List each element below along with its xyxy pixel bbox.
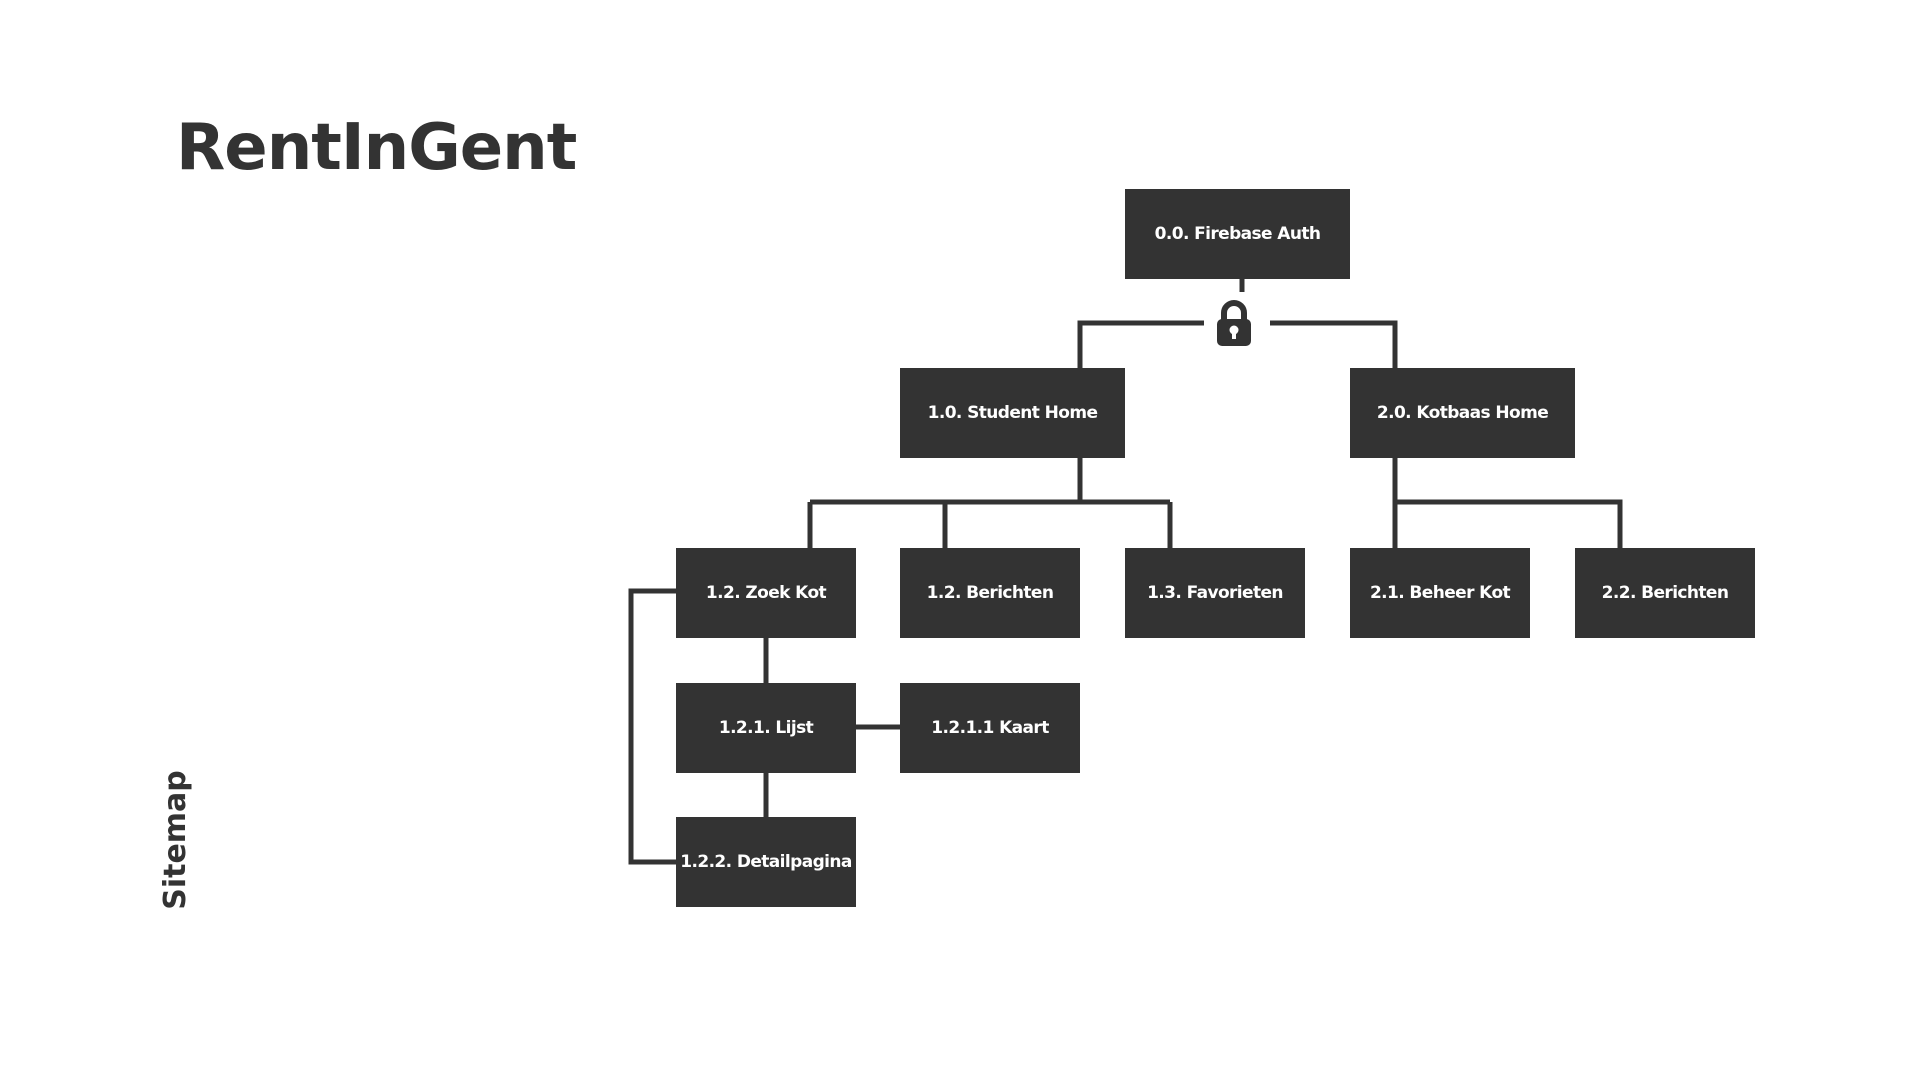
lock-icon (1217, 300, 1251, 346)
node-favorieten: 1.3. Favorieten (1125, 548, 1305, 638)
connector-lock-kotbaas (1270, 320, 1398, 368)
auth-gate (1204, 298, 1264, 348)
connector-to-kotbaas-berichten (1395, 499, 1623, 548)
connector-lock-student (1077, 320, 1209, 368)
node-lijst: 1.2.1. Lijst (676, 683, 856, 773)
node-kotbaas-berichten: 2.2. Berichten (1575, 548, 1755, 638)
node-firebase-auth: 0.0. Firebase Auth (1125, 189, 1350, 279)
node-zoek-kot: 1.2. Zoek Kot (676, 548, 856, 638)
node-kaart: 1.2.1.1 Kaart (900, 683, 1080, 773)
node-student-home: 1.0. Student Home (900, 368, 1125, 458)
connector-zoek-detail (628, 588, 676, 865)
node-beheer-kot: 2.1. Beheer Kot (1350, 548, 1530, 638)
node-kotbaas-home: 2.0. Kotbaas Home (1350, 368, 1575, 458)
page-title: RentInGent (176, 111, 577, 185)
node-detailpagina: 1.2.2. Detailpagina (676, 817, 856, 907)
node-student-berichten: 1.2. Berichten (900, 548, 1080, 638)
